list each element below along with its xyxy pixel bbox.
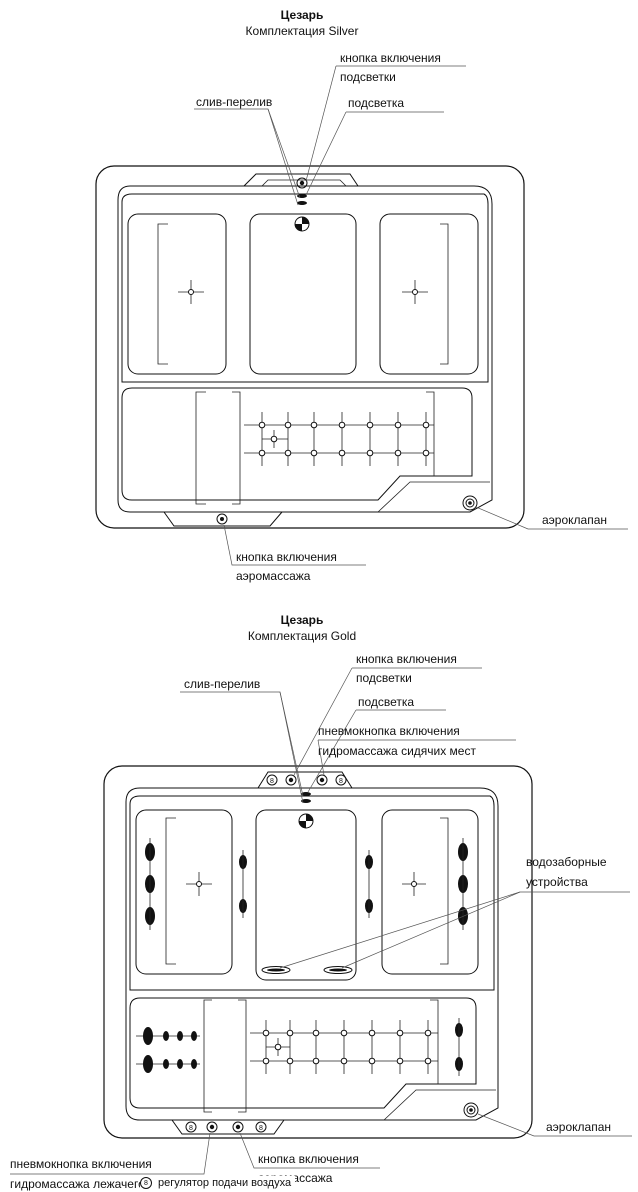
air-regulator-icon: 8: [335, 774, 347, 786]
gold-right-hydro-jets: [458, 838, 468, 930]
silver-label-aero-button-1: кнопка включения: [236, 550, 337, 564]
silver-label-light-button-1: кнопка включения: [340, 51, 441, 65]
air-regulator-icon: 8: [255, 1121, 267, 1133]
gold-label-pneumo-lying-2: гидромассажа лежачего места: [10, 1177, 181, 1191]
air-regulator-icon: 8: [185, 1121, 197, 1133]
gold-pneumo-seat-button-icon: [316, 774, 328, 786]
gold-diagram: Цезарь Комплектация Gold: [10, 613, 632, 1191]
gold-center-seat: [255, 809, 357, 981]
gold-tub-outline: [103, 765, 533, 1139]
gold-label-drain: слив-перелив: [184, 677, 260, 691]
gold-left-seat-backrest: [165, 817, 176, 965]
gold-label-intake-2: устройства: [526, 875, 588, 889]
gold-footrest: [430, 999, 439, 1084]
gold-right-seat: [381, 809, 479, 975]
silver-label-drain: слив-перелив: [196, 95, 272, 109]
gold-drain-icon: [298, 813, 314, 829]
silver-tub-rim: [117, 185, 493, 513]
silver-diagram: Цезарь Комплектация Silver: [95, 8, 628, 583]
gold-label-light-button-2: подсветки: [356, 671, 412, 685]
gold-headrest: [203, 999, 247, 1113]
gold-left-seat: [135, 809, 233, 975]
gold-drain-top-icon: [301, 799, 311, 803]
silver-left-seat: [127, 213, 227, 375]
silver-corner-step: [377, 481, 490, 513]
air-regulator-icon: 8: [266, 774, 278, 786]
gold-title: Цезарь: [281, 613, 324, 627]
gold-label-pneumo-seat-1: пневмокнопка включения: [318, 724, 460, 738]
silver-label-light: подсветка: [348, 96, 404, 110]
silver-tub-outline: [95, 165, 525, 529]
silver-air-jets: [244, 412, 434, 466]
silver-right-seat: [379, 213, 479, 375]
gold-lying-area: [129, 997, 477, 1109]
gold-subtitle: Комплектация Gold: [248, 629, 356, 643]
svg-text:8: 8: [189, 1125, 193, 1132]
gold-water-intake-icons: [261, 966, 353, 974]
silver-drain-top-icon: [297, 201, 307, 205]
svg-text:8: 8: [259, 1125, 263, 1132]
svg-text:8: 8: [339, 778, 343, 785]
gold-left-seat-jet: [186, 872, 212, 896]
gold-label-light: подсветка: [358, 695, 414, 709]
silver-right-seat-backrest: [440, 223, 449, 365]
gold-bottom-panel: [171, 1119, 285, 1135]
silver-subtitle: Комплектация Silver: [246, 24, 359, 38]
silver-right-seat-jet: [402, 280, 428, 304]
silver-left-seat-jet: [178, 280, 204, 304]
silver-top-panel-inner: [261, 179, 347, 187]
legend: 8 регулятор подачи воздуха: [140, 1176, 296, 1190]
silver-label-light-button-2: подсветки: [340, 70, 396, 84]
silver-bottom-panel: [163, 511, 283, 527]
silver-top-panel: [243, 173, 359, 187]
silver-label-aero-valve: аэроклапан: [542, 513, 607, 527]
gold-center-hydro-jets: [365, 850, 373, 918]
silver-light-button-icon: [296, 177, 308, 189]
gold-corner-step: [383, 1089, 496, 1121]
gold-label-pneumo-seat-2: гидромассажа сидячих мест: [318, 744, 476, 758]
silver-center-seat: [249, 213, 357, 375]
gold-label-intake-1: водозаборные: [526, 855, 607, 869]
legend-text: регулятор подачи воздуха: [158, 1177, 292, 1189]
gold-right-seat-jet: [402, 872, 426, 896]
silver-aero-valve-icon: [462, 495, 478, 511]
gold-right-seat-backrest: [440, 817, 449, 965]
air-regulator-icon: 8: [140, 1177, 152, 1189]
silver-left-seat-backrest: [157, 223, 168, 365]
gold-upper-basin: [129, 795, 495, 991]
gold-left-hydro-jets: [145, 838, 247, 930]
silver-title: Цезарь: [281, 8, 324, 22]
gold-pneumo-lying-button-icon: [206, 1121, 218, 1133]
svg-text:8: 8: [270, 778, 274, 785]
gold-light-icon: [301, 792, 311, 796]
gold-label-aero-valve: аэроклапан: [546, 1120, 611, 1134]
silver-upper-basin: [121, 193, 489, 383]
silver-headrest: [195, 391, 241, 505]
silver-aero-button-icon: [216, 513, 228, 525]
gold-tub-rim: [125, 787, 499, 1121]
silver-lying-area: [121, 387, 473, 501]
gold-bottom-controls: 8 8: [185, 1121, 267, 1133]
gold-lying-hydro-jets: [136, 1018, 463, 1076]
gold-label-aero-button-1: кнопка включения: [258, 1152, 359, 1166]
gold-aero-button-icon: [232, 1121, 244, 1133]
gold-top-controls: 8 8: [266, 774, 347, 803]
gold-label-light-button-1: кнопка включения: [356, 652, 457, 666]
gold-light-button-icon: [285, 774, 297, 786]
gold-air-jets: [250, 1020, 438, 1074]
silver-label-aero-button-2: аэромассажа: [236, 569, 311, 583]
silver-drain-icon: [294, 216, 310, 232]
gold-aero-valve-icon: [463, 1102, 479, 1118]
gold-label-pneumo-lying-1: пневмокнопка включения: [10, 1157, 152, 1171]
gold-top-panel: [257, 771, 353, 789]
silver-footrest: [426, 391, 435, 476]
